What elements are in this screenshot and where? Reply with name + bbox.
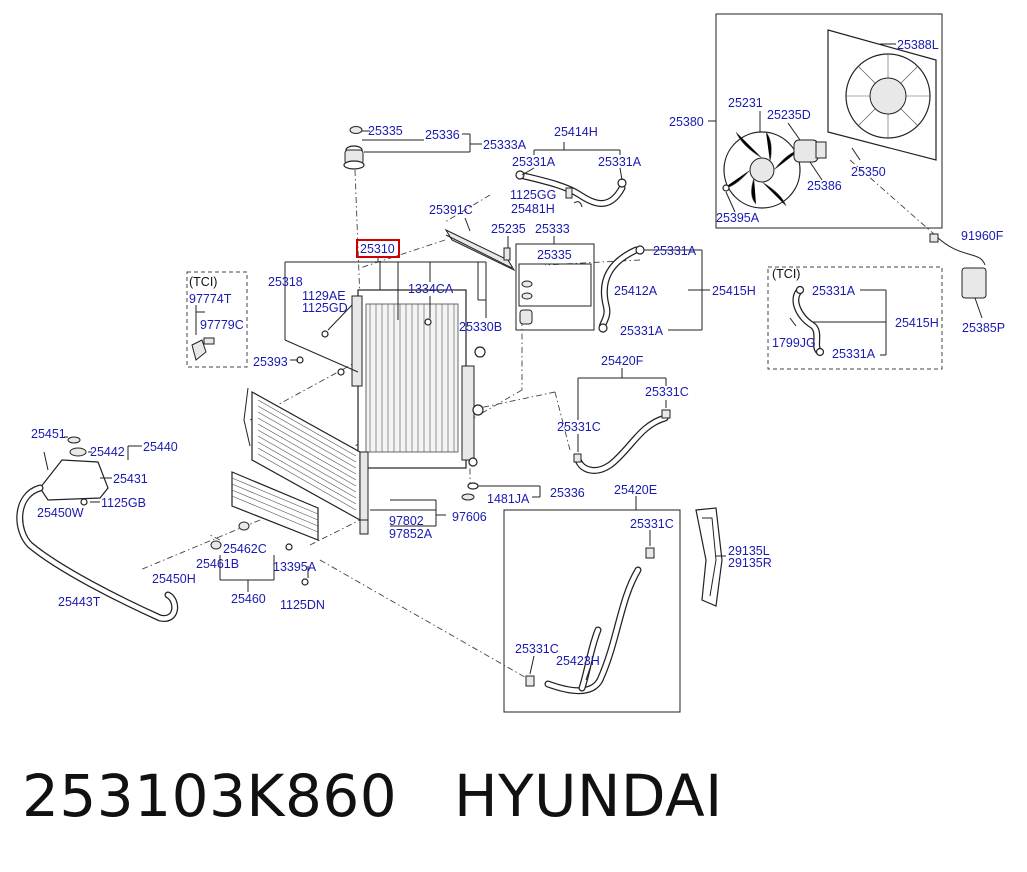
part-label: 1481JA xyxy=(487,492,530,506)
part-label: 1129AE xyxy=(302,289,346,303)
part-label: 25423H xyxy=(556,654,600,668)
part-label: 25231 xyxy=(728,96,763,110)
part-label: 25431 xyxy=(113,472,148,486)
highlight-box-25310 xyxy=(356,239,400,258)
part-label: 25235 xyxy=(491,222,526,236)
hose-25420F xyxy=(573,368,671,474)
part-label: 1125GD xyxy=(302,301,348,315)
part-label: 25335 xyxy=(368,124,403,138)
filler-cap-assembly xyxy=(343,126,365,170)
part-label: 25443T xyxy=(58,595,101,609)
part-label: 25462C xyxy=(223,542,267,556)
part-label: 25331A xyxy=(598,155,642,169)
part-label: 25395A xyxy=(716,211,760,225)
part-label: 25331A xyxy=(512,155,556,169)
part-label: 25380 xyxy=(669,115,704,129)
part-label: 25460 xyxy=(231,592,266,606)
part-label: 25331A xyxy=(812,284,856,298)
air-guard-25391C xyxy=(444,217,516,272)
upper-hose-25414H xyxy=(515,142,627,208)
part-label: 25420E xyxy=(614,483,657,497)
radiator-25310 xyxy=(296,289,486,469)
callout-lines-radiator xyxy=(284,257,487,373)
reservoir-tank xyxy=(16,436,179,622)
part-label: 25415H xyxy=(712,284,756,298)
part-label: 25330B xyxy=(459,320,502,334)
tci-label-left: (TCI) xyxy=(189,275,217,289)
tci-box-right xyxy=(767,266,943,370)
part-label: 25450W xyxy=(37,506,84,520)
part-label: 25336 xyxy=(550,486,585,500)
part-label: 97774T xyxy=(189,292,232,306)
part-label: 25331C xyxy=(557,420,601,434)
part-label: 25386 xyxy=(807,179,842,193)
part-label: 25333A xyxy=(483,138,527,152)
part-label-highlighted: 25310 xyxy=(360,242,395,256)
part-label: 25440 xyxy=(143,440,178,454)
tci-label-right: (TCI) xyxy=(772,267,800,281)
part-label: 97606 xyxy=(452,510,487,524)
part-label: 25461B xyxy=(196,557,239,571)
part-label: 25388L xyxy=(897,38,939,52)
condenser xyxy=(243,387,369,535)
part-label: 25335 xyxy=(537,248,572,262)
part-label: 25451 xyxy=(31,427,66,441)
tci-box-left xyxy=(186,271,248,368)
part-label: 25235D xyxy=(767,108,811,122)
part-label: 25450H xyxy=(152,572,196,586)
part-label: 29135L xyxy=(728,544,770,558)
part-label: 25331A xyxy=(832,347,876,361)
part-label: 25481H xyxy=(511,202,555,216)
wiring-sensor xyxy=(929,233,987,319)
part-label: 25331A xyxy=(653,244,697,258)
lower-hose-25412A xyxy=(598,245,710,333)
fan-shroud-box xyxy=(708,13,943,229)
part-number: 253103K860 xyxy=(22,762,398,830)
part-label: 91960F xyxy=(961,229,1004,243)
part-number-caption: 253103K860 HYUNDAI xyxy=(22,762,723,830)
part-label: 25385P xyxy=(962,321,1005,335)
part-label: 25414H xyxy=(554,125,598,139)
part-label: 25391C xyxy=(429,203,473,217)
part-label: 1334CA xyxy=(408,282,454,296)
part-label: 25318 xyxy=(268,275,303,289)
part-label: 25336 xyxy=(425,128,460,142)
part-label: 25420F xyxy=(601,354,644,368)
radiator-parts-diagram: (TCI) (TCI) 25335 25336 25333A 25414H 25… xyxy=(16,13,1005,713)
part-label: 1125GB xyxy=(101,496,146,510)
oil-cooler xyxy=(210,471,319,592)
part-label: 1125DN xyxy=(280,598,325,612)
callout-lines-condenser xyxy=(370,499,446,527)
part-label: 25333 xyxy=(535,222,570,236)
hose-25420E-box xyxy=(503,496,681,713)
part-label: 97802 xyxy=(389,514,424,528)
seal-29135 xyxy=(695,507,726,607)
part-label: 25393 xyxy=(253,355,288,369)
callout-lines-top xyxy=(362,130,482,153)
part-label: 13395A xyxy=(273,560,317,574)
part-label: 25442 xyxy=(90,445,125,459)
part-label: 25331C xyxy=(645,385,689,399)
part-label: 97779C xyxy=(200,318,244,332)
part-label: 97852A xyxy=(389,527,433,541)
part-label: 25331C xyxy=(630,517,674,531)
part-label: 29135R xyxy=(728,556,772,570)
part-label: 25415H xyxy=(895,316,939,330)
part-label: 25412A xyxy=(614,284,658,298)
part-labels: (TCI) (TCI) 25335 25336 25333A 25414H 25… xyxy=(31,38,1005,668)
part-label: 25350 xyxy=(851,165,886,179)
cap-kit-box-25333 xyxy=(503,236,595,331)
brand-name: HYUNDAI xyxy=(453,762,723,830)
part-label: 25331C xyxy=(515,642,559,656)
part-label: 1799JG xyxy=(772,336,816,350)
bottom-plug-25336 xyxy=(461,482,541,501)
part-label: 25331A xyxy=(620,324,664,338)
part-label: 1125GG xyxy=(510,188,556,202)
